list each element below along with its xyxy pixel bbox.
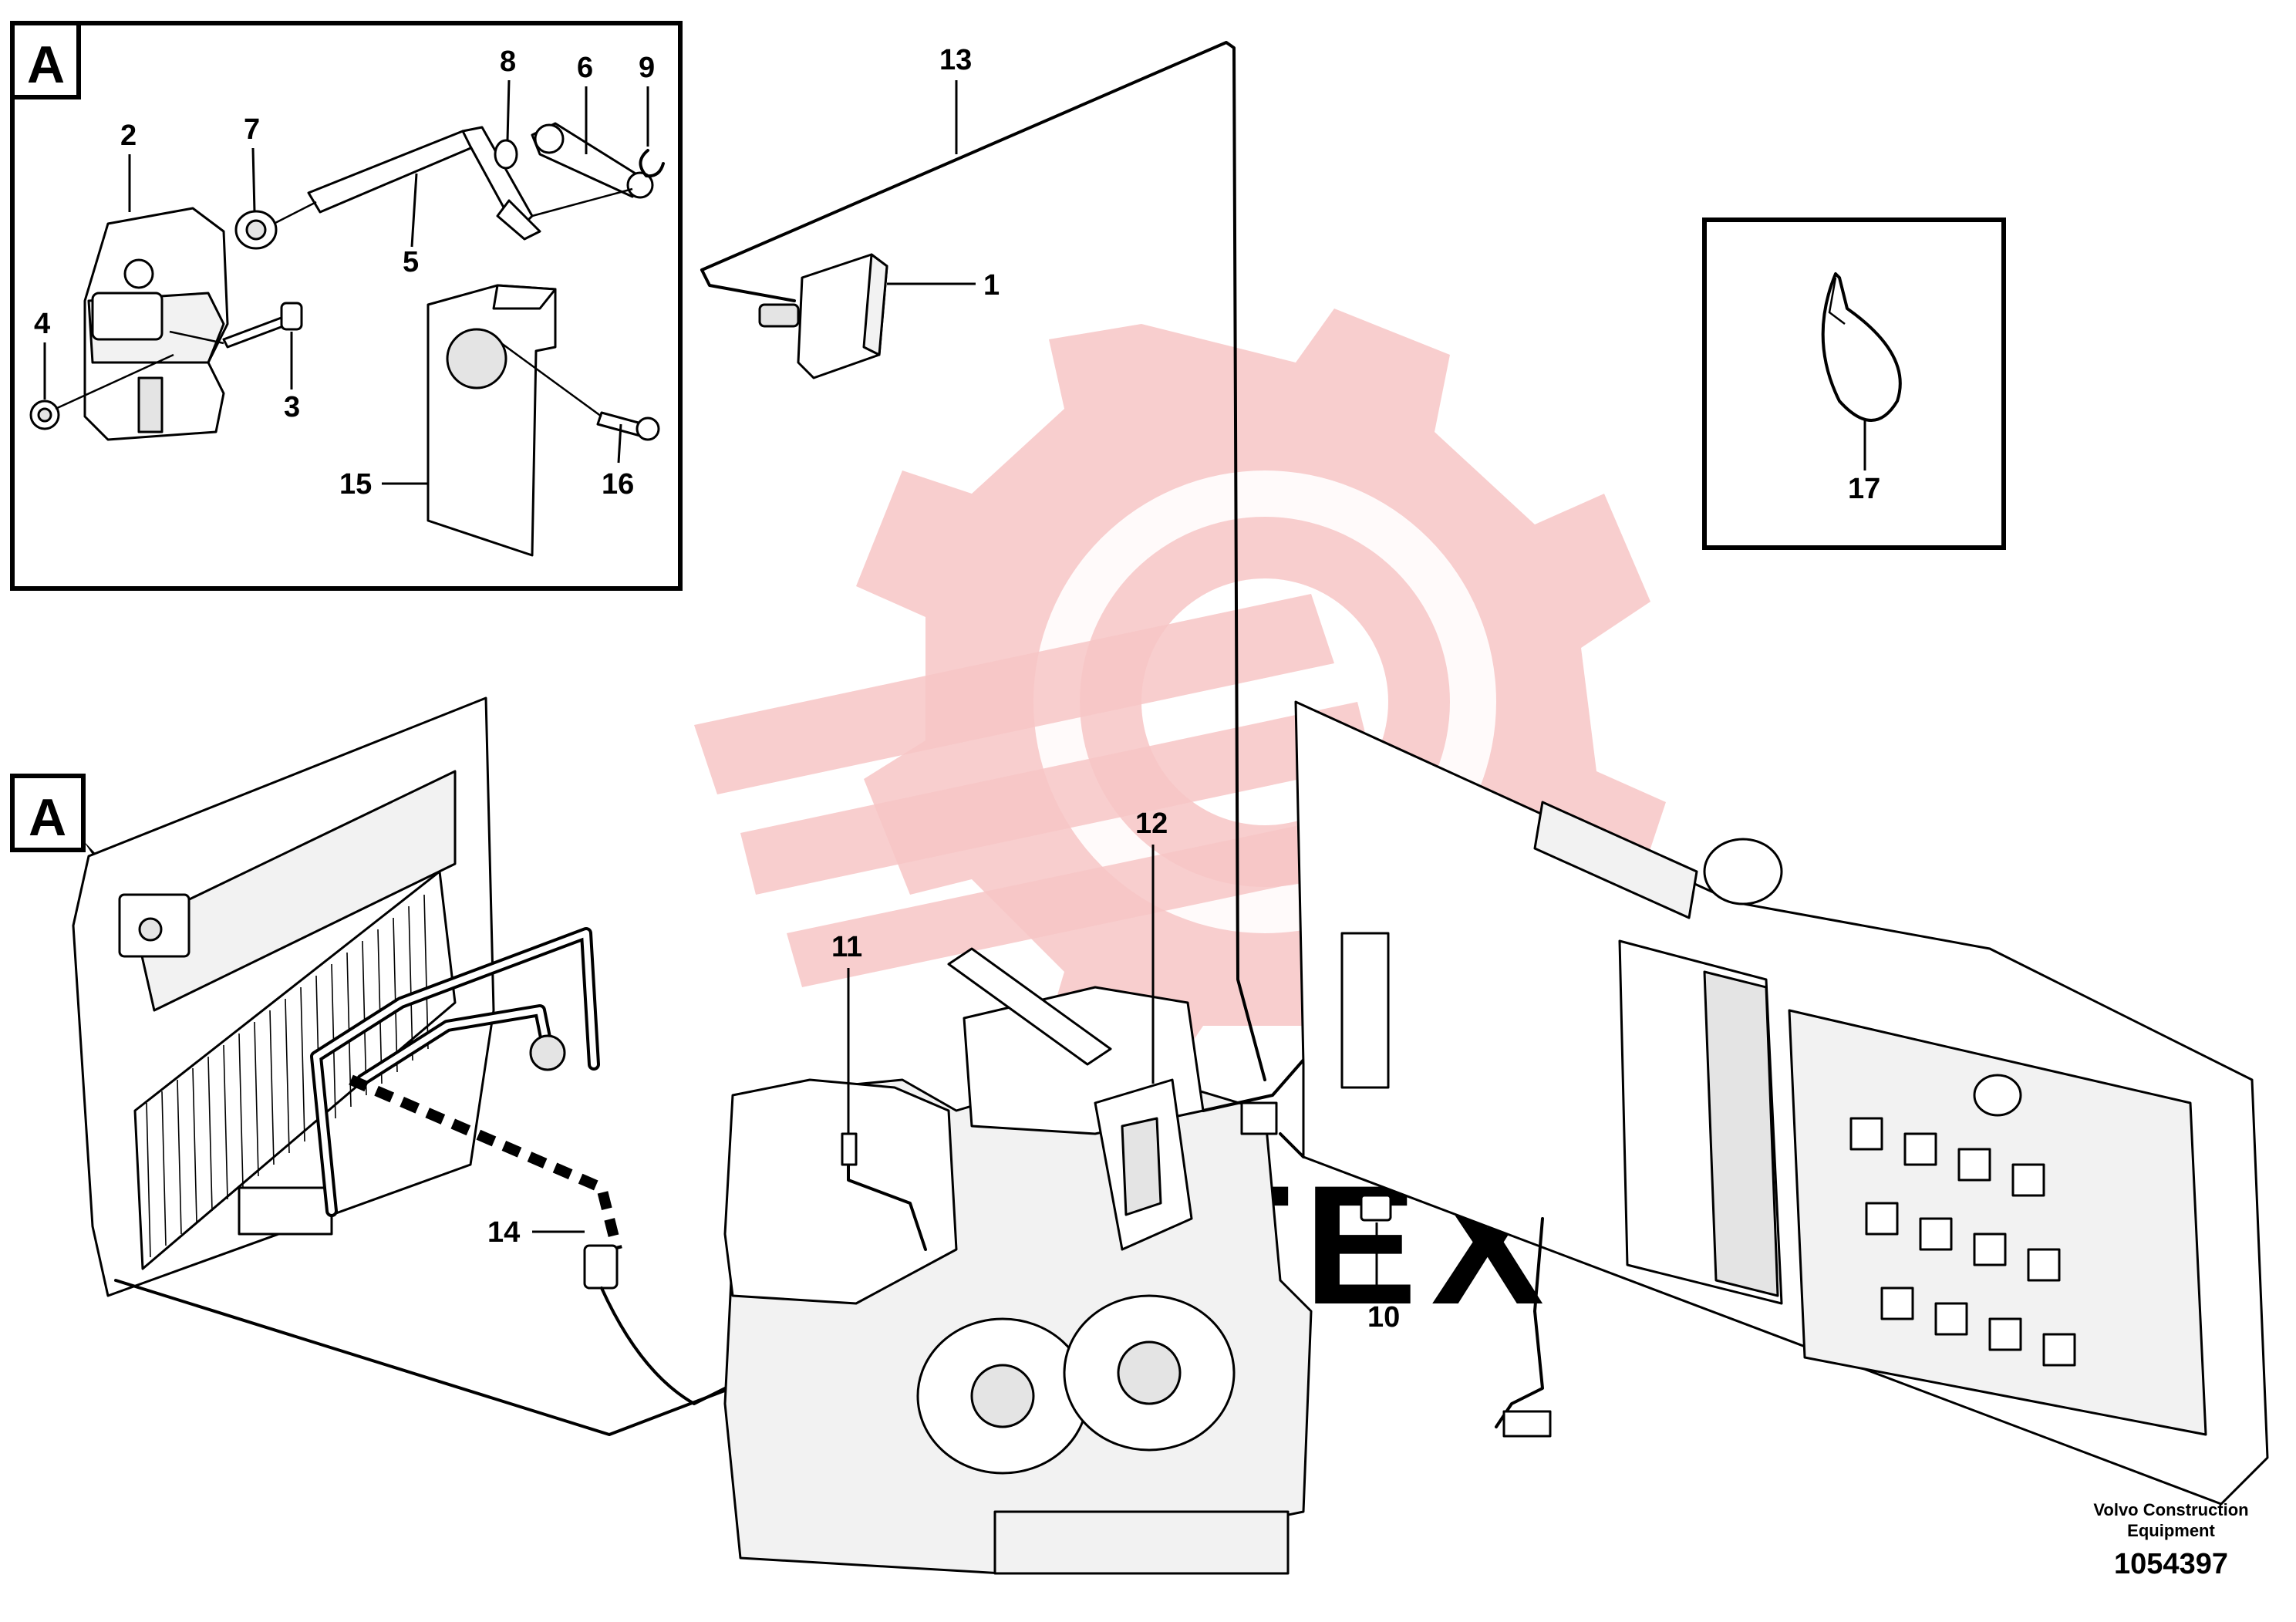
detail-tag-box — [10, 21, 81, 99]
main-tag-label: A — [29, 788, 66, 847]
inset-frame — [1702, 218, 2006, 550]
temperature-sensor — [841, 1132, 858, 1166]
callout-12: 12 — [1135, 808, 1168, 840]
detail-view-a: A — [10, 21, 683, 591]
callout-6: 6 — [577, 52, 593, 84]
callout-5: 5 — [403, 246, 419, 278]
condenser-core — [133, 870, 457, 1270]
maker-name-line2: Equipment — [2127, 1521, 2215, 1540]
callout-9: 9 — [639, 52, 655, 84]
callout-17: 17 — [1848, 473, 1880, 505]
callout-3: 3 — [284, 391, 300, 423]
rocker-switch — [1360, 1194, 1392, 1222]
callout-4: 4 — [34, 308, 50, 340]
sensor-wire-13 — [700, 41, 1266, 1081]
retaining-clip-part — [639, 149, 665, 178]
main-tag-box — [10, 774, 86, 852]
callout-14: 14 — [487, 1216, 520, 1249]
maker-name-line1: Volvo Construction — [2093, 1500, 2248, 1519]
inset-view-cable-tie — [1702, 218, 2006, 550]
callout-15: 15 — [339, 468, 372, 501]
callout-8: 8 — [500, 46, 516, 78]
callout-7: 7 — [244, 113, 260, 146]
receiver-drier — [238, 1186, 333, 1236]
connector-a — [1240, 1101, 1278, 1135]
relay-board — [1788, 1009, 2207, 1436]
harness-connector — [1502, 1410, 1552, 1438]
washer-part — [494, 139, 518, 170]
callout-13: 13 — [939, 44, 972, 76]
callout-11: 11 — [831, 931, 862, 963]
dashed-harness — [349, 1074, 622, 1251]
fuse-block — [1340, 932, 1390, 1089]
callout-2: 2 — [120, 120, 137, 152]
callout-10: 10 — [1367, 1301, 1400, 1334]
main-assembly-view: A — [10, 41, 2269, 1575]
cable-tie-part — [1821, 272, 1902, 422]
pressure-switch — [583, 1244, 619, 1290]
drawing-number: 1054397 — [2114, 1548, 2228, 1580]
panel-harness — [114, 1279, 773, 1436]
top-bracket — [947, 947, 1112, 1066]
callout-16: 16 — [602, 468, 634, 501]
callout-1: 1 — [983, 269, 1000, 302]
detail-tag-label: A — [27, 35, 65, 94]
hvac-base — [993, 1510, 1290, 1575]
